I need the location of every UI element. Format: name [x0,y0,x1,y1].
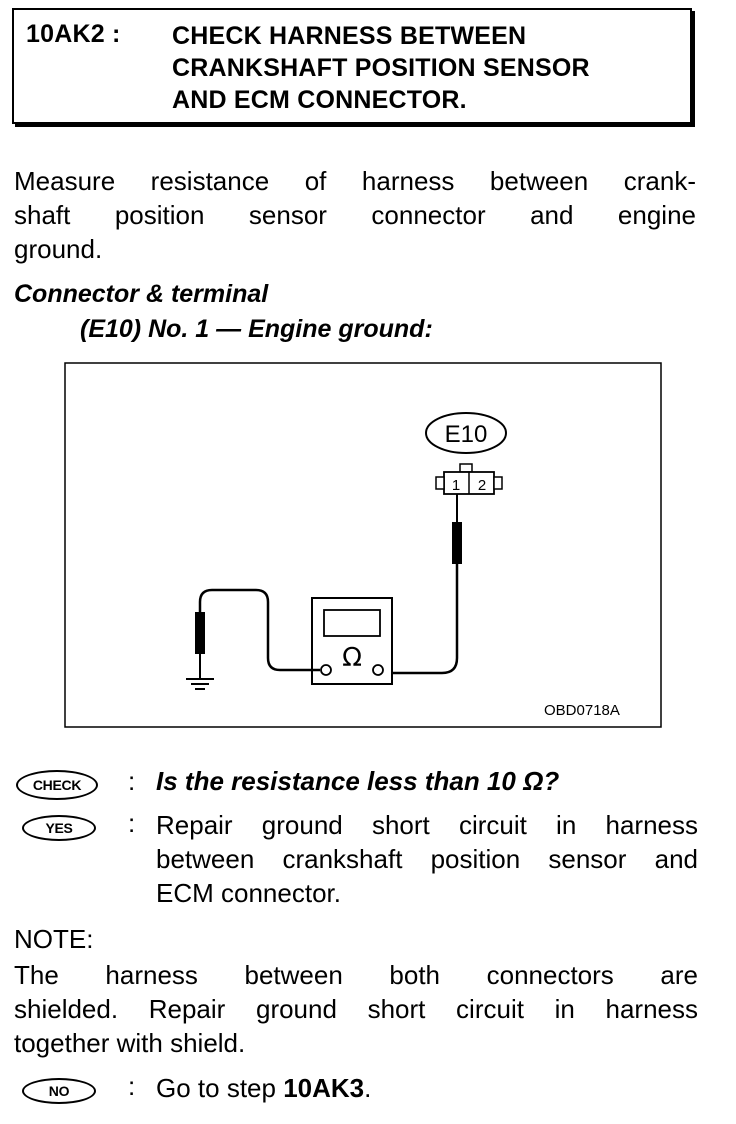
probe-grip-right [452,522,462,564]
instruction-line-3: ground. [14,234,103,264]
note-line-2: shielded. Repair ground short circuit in… [14,994,698,1024]
note-line-1: The harness between both connectors are [14,960,698,990]
no-action-suffix: . [364,1073,372,1103]
no-action: Go to step 10AK3. [156,1071,371,1105]
note-line-3: together with shield. [14,1028,246,1058]
instruction-line-1: Measure resistance of harness between cr… [14,166,696,196]
connector-spec: (E10) No. 1 — Engine ground: [80,315,433,343]
next-step-link: 10AK3 [283,1073,365,1103]
note-text: The harness between both connectors are … [14,958,698,1060]
check-badge: CHECK [16,770,98,800]
no-action-prefix: Go to step [156,1073,284,1103]
step-header-box: 10AK2 : CHECK HARNESS BETWEEN CRANKSHAFT… [12,8,692,124]
step-title-line-1: CHECK HARNESS BETWEEN [172,22,527,50]
connector-label: E10 [445,421,488,448]
connector-heading: Connector & terminal [14,280,269,308]
probe-grip-left [195,612,205,654]
probe-wire-left [198,588,320,672]
connector-e10-icon: 1 2 [435,463,503,495]
yes-colon: : [128,808,136,838]
probe-wire-right [384,564,459,675]
check-colon: : [128,766,136,796]
no-colon: : [128,1071,136,1101]
meter-jack-right [372,664,384,676]
instruction-text: Measure resistance of harness between cr… [14,164,696,266]
yes-action: Repair ground short circuit in harness b… [156,808,698,910]
yes-line-2: between crankshaft position sensor and [156,844,698,874]
yes-line-1: Repair ground short circuit in harness [156,810,698,840]
step-title: CHECK HARNESS BETWEEN CRANKSHAFT POSITIO… [172,20,590,116]
note-label: NOTE: [14,924,94,954]
ground-icon [186,678,214,690]
ohmmeter-icon: Ω [311,597,393,685]
step-title-line-2: CRANKSHAFT POSITION SENSOR [172,54,590,82]
step-title-line-3: AND ECM CONNECTOR. [172,86,467,114]
connector-label-oval [425,412,507,454]
ohm-symbol: Ω [342,643,362,673]
connector-pin-1: 1 [452,477,460,494]
instruction-line-2: shaft position sensor connector and engi… [14,200,696,230]
step-id: 10AK2 : [26,20,121,48]
meter-jack-left [320,664,332,676]
yes-line-3: ECM connector. [156,878,341,908]
yes-badge: YES [22,815,96,841]
no-badge: NO [22,1078,96,1104]
check-question: Is the resistance less than 10 Ω? [156,766,560,796]
wiring-diagram: E10 1 2 Ω [64,362,662,728]
connector-pin-2: 2 [478,477,486,494]
figure-code: OBD0718A [544,702,620,719]
